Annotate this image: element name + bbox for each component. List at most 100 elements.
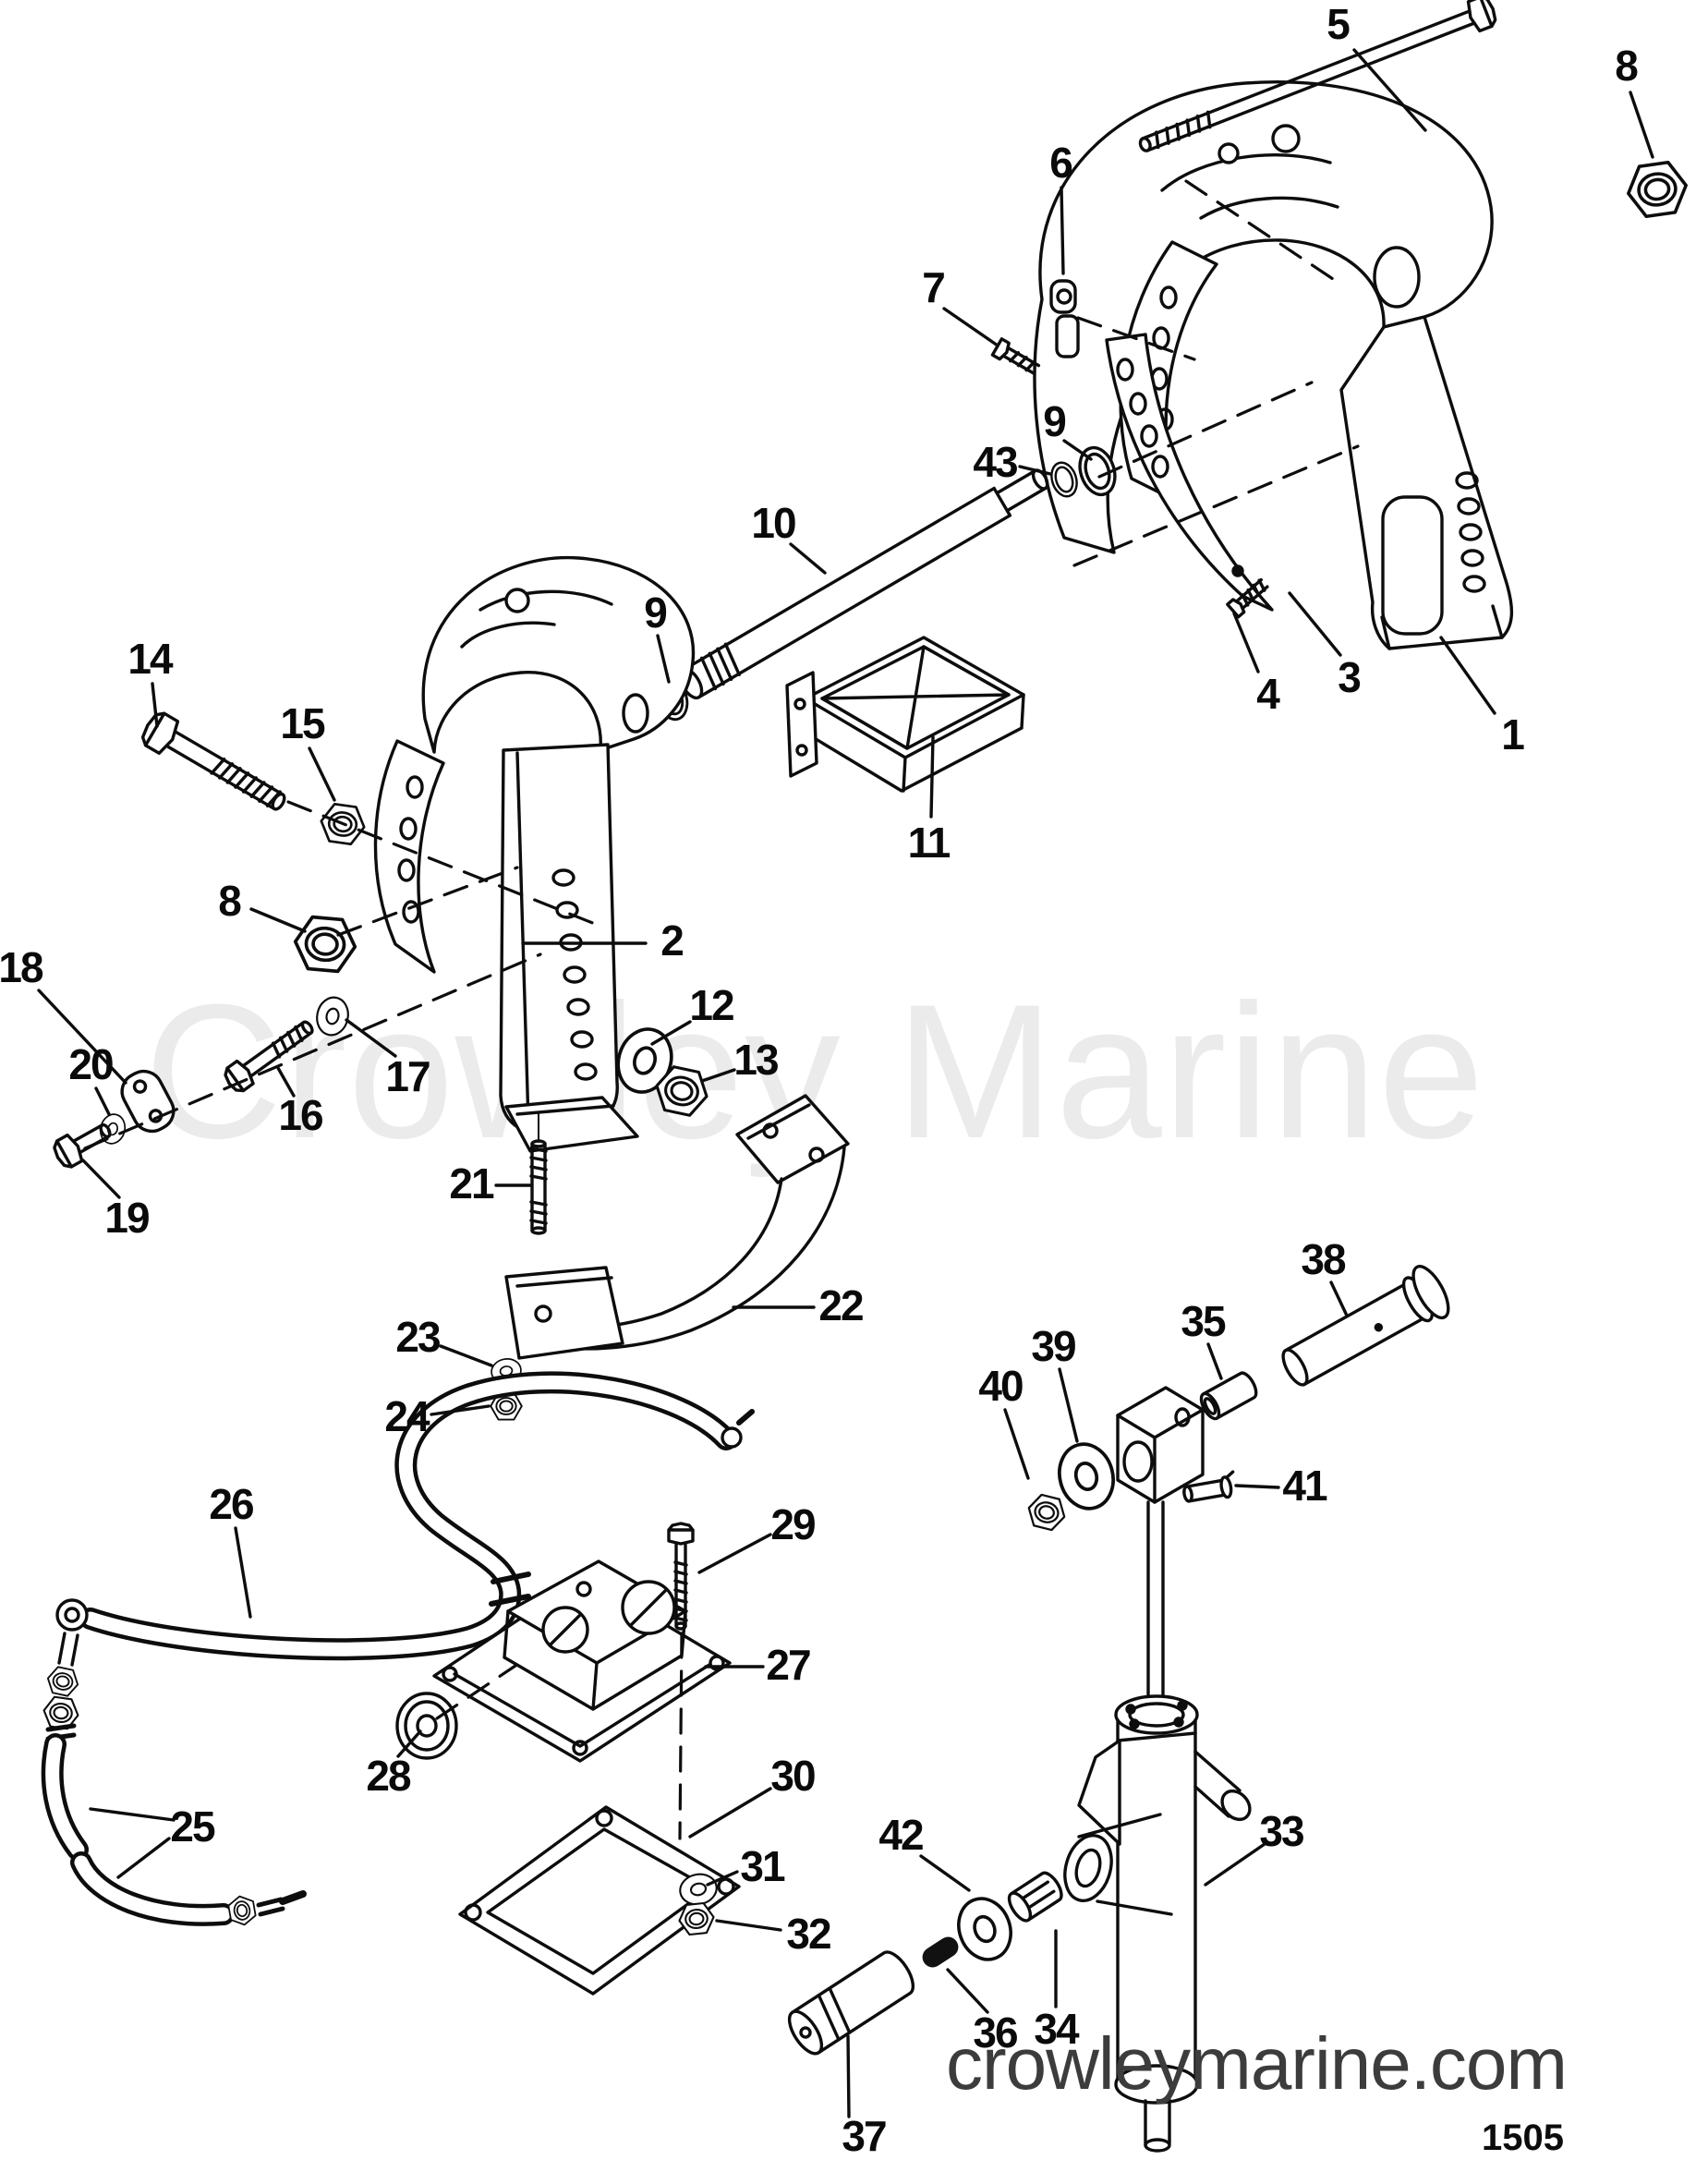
part-callout-8: 8 — [1615, 42, 1639, 90]
part-callout-43: 43 — [973, 438, 1018, 486]
part-art-8-nut-top — [1623, 158, 1691, 221]
part-art-6-clip — [1049, 279, 1080, 358]
leader-line — [249, 907, 307, 933]
leader-line — [308, 746, 336, 802]
part-callout-6: 6 — [1049, 139, 1073, 187]
leader-line — [430, 1404, 491, 1416]
part-art-35-bushing — [1199, 1371, 1258, 1421]
part-callout-36: 36 — [973, 2008, 1018, 2057]
part-callout-14: 14 — [127, 635, 173, 683]
part-callout-41: 41 — [1282, 1462, 1327, 1510]
leader-line — [715, 1919, 782, 1932]
leader-line — [1018, 465, 1052, 476]
leader-line — [1329, 1280, 1349, 1317]
assembly-dash-line — [1076, 316, 1196, 361]
assembly-dash-line — [83, 953, 542, 1150]
part-callout-35: 35 — [1181, 1297, 1226, 1345]
leader-line — [1232, 612, 1260, 673]
part-callout-3: 3 — [1338, 653, 1362, 701]
part-callout-15: 15 — [280, 699, 325, 747]
assembly-dash-line — [336, 866, 519, 937]
leader-line — [789, 542, 827, 575]
part-callout-16: 16 — [278, 1091, 323, 1139]
leader-line — [1060, 186, 1065, 275]
part-art-33-trim-cylinder — [1063, 1386, 1252, 2153]
leader-line — [1206, 1342, 1223, 1380]
part-callout-10: 10 — [751, 499, 796, 547]
part-art-40-nut — [1024, 1491, 1070, 1534]
part-art-29-bolt — [667, 1522, 695, 1631]
leader-line — [929, 735, 935, 819]
part-art-34-plug — [1007, 1871, 1063, 1923]
part-callout-37: 37 — [842, 2112, 887, 2160]
part-callout-20: 20 — [68, 1040, 114, 1088]
leader-line — [1288, 591, 1342, 657]
part-callout-26: 26 — [209, 1480, 254, 1528]
leader-line — [116, 1837, 171, 1879]
leader-line — [700, 1068, 736, 1083]
leader-line — [919, 1854, 971, 1892]
part-callout-22: 22 — [818, 1281, 864, 1329]
part-callout-17: 17 — [385, 1052, 430, 1100]
leader-line — [1204, 1842, 1266, 1887]
part-art-16-bolt — [224, 1020, 314, 1093]
part-art-4-screw — [1226, 577, 1269, 619]
part-callout-9: 9 — [644, 589, 668, 637]
leader-line — [276, 1066, 296, 1098]
leader-line — [37, 989, 127, 1085]
part-callout-12: 12 — [689, 981, 734, 1029]
footer-watermark-text: crowleymarine.com — [946, 2022, 1568, 2105]
page-number: 1505 — [1482, 2118, 1564, 2158]
part-callout-40: 40 — [978, 1362, 1024, 1410]
part-art-37-pin — [787, 1950, 915, 2056]
part-art-1-transom-bracket — [1033, 80, 1514, 650]
part-callout-31: 31 — [740, 1842, 785, 1890]
part-art-27-cover — [432, 1559, 732, 1763]
part-art-11-spacer-block — [785, 636, 1025, 793]
assembly-dash-line — [1097, 381, 1314, 479]
part-art-2-transom-bracket — [373, 555, 696, 1153]
leader-line — [1352, 48, 1427, 132]
leader-line — [846, 2034, 851, 2118]
part-art-41-pin — [1182, 1470, 1235, 1503]
part-callout-13: 13 — [733, 1036, 779, 1084]
leader-line — [345, 1018, 397, 1058]
part-callout-30: 30 — [770, 1752, 816, 1800]
leader-line — [1003, 1408, 1030, 1480]
part-callout-39: 39 — [1031, 1322, 1076, 1370]
part-callout-9: 9 — [1043, 397, 1067, 445]
part-callout-4: 4 — [1256, 670, 1280, 718]
leader-line — [1062, 439, 1093, 461]
part-art-3-wedge-plate — [1105, 333, 1274, 612]
part-art-36-pin — [922, 1936, 959, 1968]
leader-line — [942, 307, 999, 347]
part-callout-11: 11 — [907, 819, 951, 867]
assembly-dash-line — [286, 800, 597, 926]
part-callout-7: 7 — [922, 263, 946, 311]
assembly-dash-line — [678, 1632, 684, 1840]
leader-line — [706, 1870, 739, 1887]
part-callout-27: 27 — [766, 1641, 811, 1689]
leader-line — [656, 634, 671, 684]
part-callout-25: 25 — [170, 1802, 215, 1851]
leader-line — [1058, 1367, 1079, 1443]
assembly-dash-line — [1072, 444, 1360, 567]
part-callout-2: 2 — [660, 916, 684, 965]
leader-line — [94, 1086, 111, 1116]
leader-line — [688, 1787, 772, 1838]
part-callout-1: 1 — [1501, 710, 1525, 758]
leader-line — [81, 1159, 121, 1199]
part-art-17-washer — [312, 993, 353, 1039]
part-callout-33: 33 — [1259, 1807, 1304, 1855]
part-callout-19: 19 — [104, 1194, 150, 1242]
leader-line — [1439, 636, 1496, 715]
leader-line — [650, 1020, 692, 1046]
assembly-dash-line — [1184, 179, 1343, 286]
leader-line — [151, 682, 159, 728]
part-art-8-nut-left — [291, 914, 359, 975]
leader-line — [89, 1807, 176, 1822]
leader-line — [439, 1344, 493, 1367]
part-callout-28: 28 — [366, 1752, 411, 1800]
part-callout-38: 38 — [1301, 1235, 1346, 1283]
